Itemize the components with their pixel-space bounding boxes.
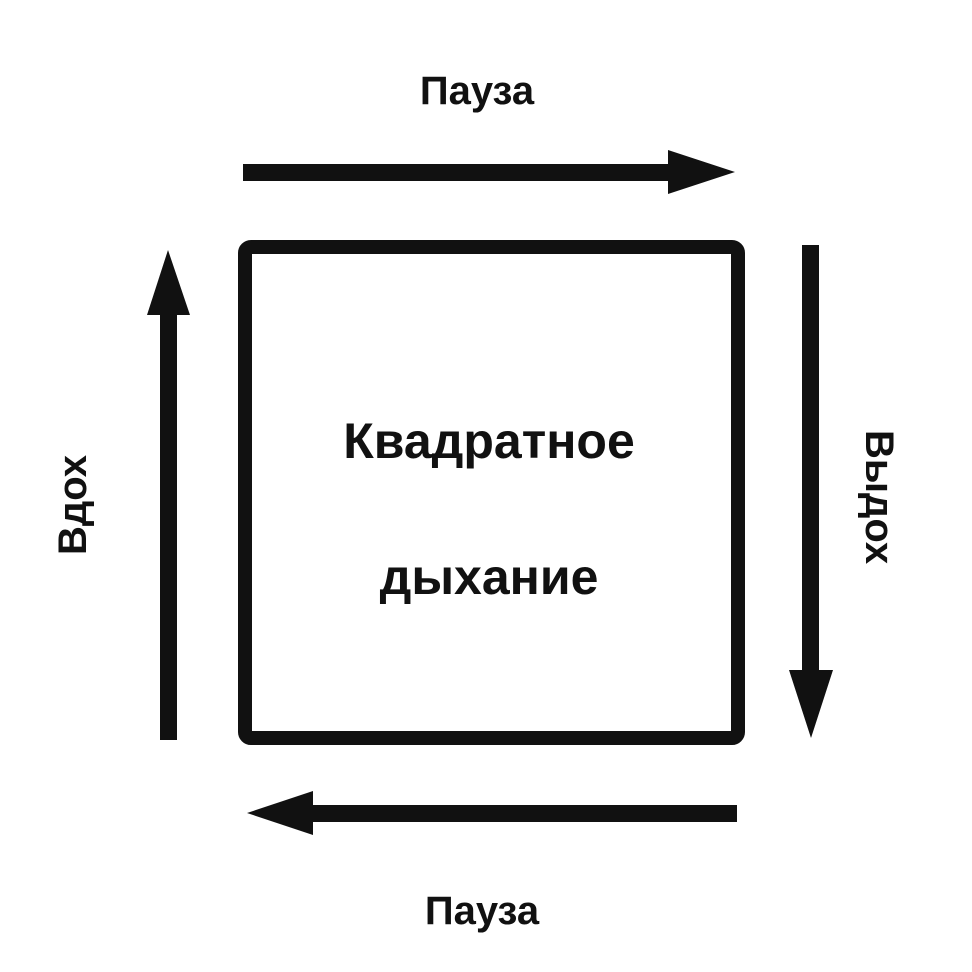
arrow-shaft [308, 805, 737, 822]
arrow-shaft [160, 305, 177, 740]
arrow-head [668, 150, 735, 194]
label-top-pause: Пауза [420, 69, 535, 113]
square [238, 240, 745, 745]
arrow-right-top [243, 150, 735, 194]
label-left-inhale: Вдох [51, 455, 95, 555]
center-label-line1: Квадратное [343, 413, 635, 469]
label-bottom-pause: Пауза [425, 889, 540, 933]
arrow-head [147, 250, 190, 315]
arrow-up-left [147, 250, 190, 740]
arrow-shaft [802, 245, 819, 675]
arrow-head [247, 791, 313, 835]
label-right-exhale: Выдох [857, 430, 901, 564]
arrow-shaft [243, 164, 673, 181]
arrow-left-bottom [247, 791, 737, 835]
center-label-line2: дыхание [380, 549, 599, 605]
arrow-head [789, 670, 833, 738]
arrow-down-right [789, 245, 833, 738]
